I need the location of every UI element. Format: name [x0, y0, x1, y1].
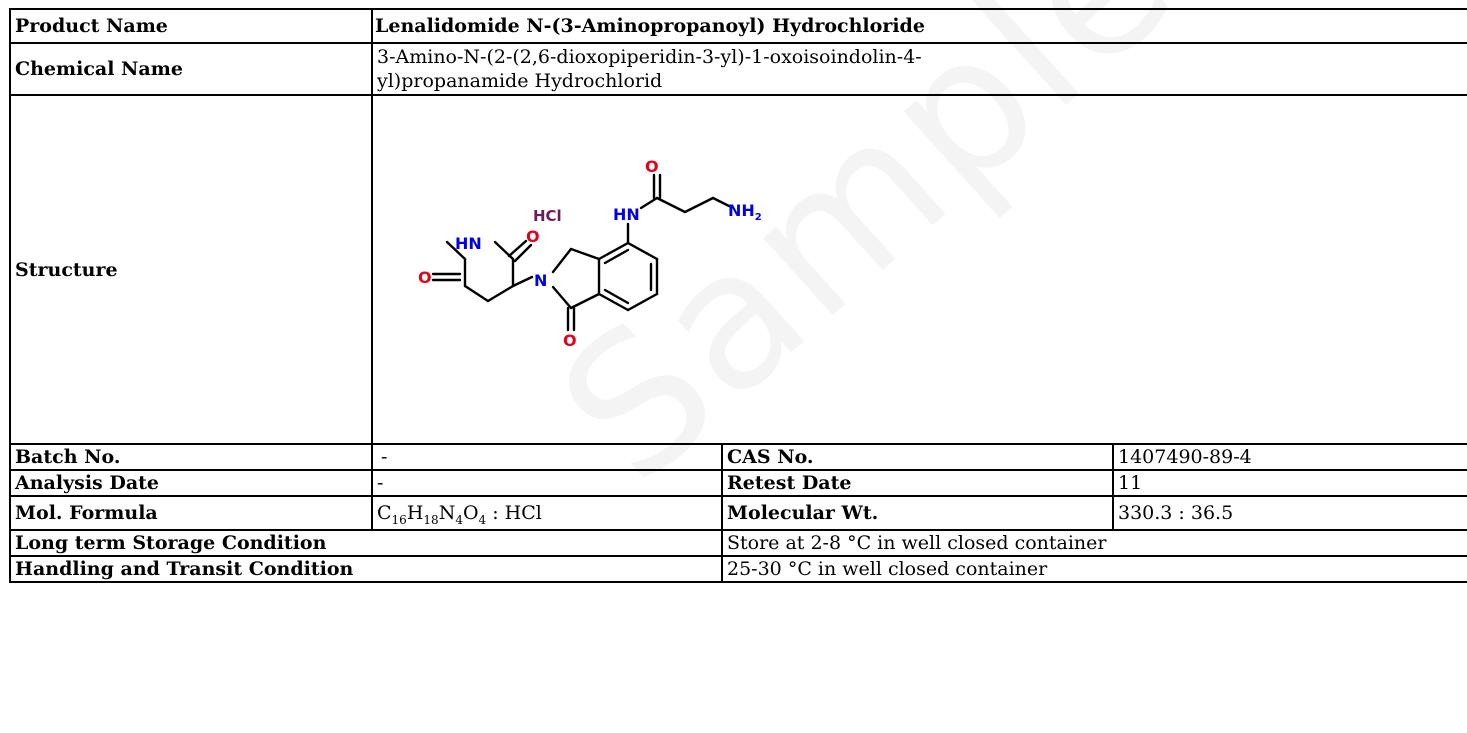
nh2-label: NH2 [728, 201, 762, 223]
row-storage: Long term Storage Condition Store at 2-8… [9, 529, 1467, 557]
formula-n-count: 4 [455, 512, 463, 527]
row-structure: Structure [9, 94, 1467, 445]
lactam-oxygen-label: O [563, 331, 577, 350]
cas-no-label: CAS No. [721, 443, 1114, 471]
formula-o: O [462, 502, 479, 524]
mol-formula-label: Mol. Formula [9, 495, 373, 531]
product-name-value: Lenalidomide N-(3-Aminopropanoyl) Hydroc… [370, 8, 1467, 44]
row-batch-cas: Batch No. - CAS No. 1407490-89-4 [9, 443, 1467, 471]
row-handling: Handling and Transit Condition 25-30 °C … [9, 555, 1467, 583]
molecular-wt-label: Molecular Wt. [721, 495, 1114, 531]
batch-no-label: Batch No. [9, 443, 373, 471]
structure-label: Structure [9, 94, 373, 445]
row-formula-weight: Mol. Formula C16H18N4O4 : HCl Molecular … [9, 495, 1467, 531]
formula-h: H [406, 502, 424, 524]
storage-value: Store at 2-8 °C in well closed container [720, 529, 1467, 557]
structure-cell: HCl HN O NH2 O HN O N O [370, 94, 1467, 445]
imide-nh-label: HN [455, 234, 482, 253]
amide-oxygen-label: O [645, 157, 659, 176]
formula-o-count: 4 [478, 512, 487, 527]
chemical-name-value: 3-Amino-N-(2-(2,6-dioxopiperidin-3-yl)-1… [370, 42, 1467, 96]
row-dates: Analysis Date - Retest Date 11 [9, 469, 1467, 497]
imide-oxygen-left-label: O [418, 268, 432, 287]
nh2-subscript: 2 [755, 212, 762, 223]
batch-no-value: - [371, 443, 723, 471]
formula-c: C [377, 502, 392, 524]
retest-date-value: 11 [1111, 469, 1467, 497]
formula-n: N [438, 502, 456, 524]
cas-no-value: 1407490-89-4 [1111, 443, 1467, 471]
coa-table: Product Name Lenalidomide N-(3-Aminoprop… [9, 8, 1467, 583]
formula-h-count: 18 [423, 512, 439, 527]
handling-value: 25-30 °C in well closed container [720, 555, 1467, 583]
chemical-name-label: Chemical Name [9, 42, 373, 96]
molecular-wt-value: 330.3 : 36.5 [1111, 495, 1467, 531]
row-chemical-name: Chemical Name 3-Amino-N-(2-(2,6-dioxopip… [9, 42, 1467, 96]
analysis-date-label: Analysis Date [9, 469, 373, 497]
formula-c-count: 16 [391, 512, 407, 527]
storage-label: Long term Storage Condition [9, 529, 723, 557]
amide-nh-label: HN [613, 205, 640, 224]
formula-salt: : HCl [486, 502, 542, 524]
structure-label-text: Structure [15, 258, 118, 281]
handling-label: Handling and Transit Condition [9, 555, 723, 583]
mol-formula-value: C16H18N4O4 : HCl [371, 495, 723, 531]
chemical-structure-diagram: HCl HN O NH2 O HN O N O [418, 157, 762, 350]
row-product-name: Product Name Lenalidomide N-(3-Aminoprop… [9, 8, 1467, 44]
ring-nitrogen-label: N [534, 271, 547, 290]
hcl-label: HCl [533, 207, 562, 225]
product-name-label: Product Name [9, 8, 373, 44]
imide-oxygen-top-label: O [526, 227, 540, 246]
retest-date-label: Retest Date [721, 469, 1114, 497]
nh2-text: NH [728, 201, 755, 220]
analysis-date-value: - [371, 469, 723, 497]
